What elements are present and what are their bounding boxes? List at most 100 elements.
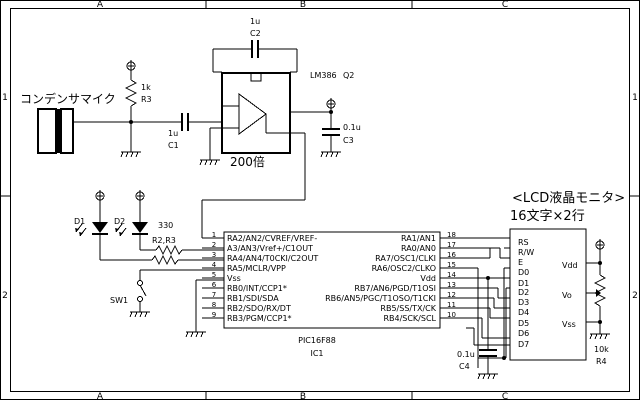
row-label-2: 2 — [2, 291, 8, 301]
pic-pin-number: 15 — [447, 261, 456, 269]
condenser-mic-symbol — [37, 108, 132, 154]
pic-pin-name: RB3/PGM/CCP1* — [227, 314, 292, 323]
pic-pin-number: 12 — [447, 291, 456, 299]
pic-pin-number: 9 — [212, 311, 216, 319]
lcd-subtitle: 16文字×2行 — [510, 209, 585, 224]
pic-right-pins: 18 RA1/AN1 17 RA0/AN0 16 RA7/OSC1/CLKI 15 RA6/O… — [325, 231, 466, 323]
ground-lm386 — [199, 127, 222, 166]
lcd-pin-label: R/W — [518, 248, 534, 257]
pic-pin-name: RA7/OSC1/CLKI — [375, 254, 436, 263]
c1-capacitor — [131, 113, 222, 131]
pic-pin-number: 5 — [212, 271, 216, 279]
pic-pin-name: RB7/AN6/PGD/T1OSI — [354, 284, 436, 293]
lm386-amplifier — [221, 72, 291, 154]
pic-part: PIC16F88 — [298, 336, 336, 345]
sw1-ref: SW1 — [110, 296, 128, 305]
pic-pin-name: RA1/AN1 — [401, 234, 436, 243]
pic-pin-name: RB6/AN5/PGC/T1OSO/T1CKI — [325, 294, 436, 303]
c1-value: 1u — [168, 129, 178, 138]
pic-pin-name: Vdd — [420, 274, 436, 283]
mic-label: コンデンサマイク — [20, 91, 116, 106]
pic-pin-name: RB5/SS/TX/CK — [380, 304, 436, 313]
pic-pin-number: 8 — [212, 301, 216, 309]
r4-ref: R4 — [596, 357, 607, 366]
row-label-1: 1 — [2, 93, 8, 103]
lcd-pin-label: D3 — [518, 298, 529, 307]
pic-pin-name: A3/AN3/Vref+/C1OUT — [227, 244, 313, 253]
pic-pin-name: RA2/AN2/CVREF/VREF- — [227, 234, 317, 243]
r3-ref: R3 — [141, 95, 152, 104]
ground-mic — [120, 122, 141, 158]
row-label-1-right: 1 — [632, 93, 638, 103]
c2-value: 1u — [250, 17, 260, 26]
lcd-pin-label: D4 — [518, 308, 529, 317]
lcd-pin-label: E — [518, 258, 523, 267]
wire-bus-pic-lcd — [466, 237, 510, 368]
pic-pin-number: 4 — [212, 261, 217, 269]
pic-ref: IC1 — [310, 349, 323, 358]
ground-pic — [185, 279, 224, 338]
d2-ref: D2 — [114, 217, 125, 226]
lcd-pin-label: D1 — [518, 279, 529, 288]
col-label-c: C — [502, 0, 508, 10]
pic-pin-number: 3 — [212, 251, 216, 259]
lcd-pin-label: D0 — [518, 268, 529, 277]
lcd-module — [509, 228, 587, 361]
pic-pin-number: 6 — [212, 281, 217, 289]
pic16f88-chip — [223, 231, 441, 329]
pic-pin-name: RA5/MCLR/VPP — [227, 264, 286, 273]
lcd-pin-label: RS — [518, 238, 529, 247]
d1-ref: D1 — [74, 217, 85, 226]
pic-pin-name: RA6/OSC2/CLKO — [372, 264, 436, 273]
r2-r3-resistors — [100, 244, 224, 266]
lm386-part: LM386 — [310, 71, 337, 80]
pic-pin-number: 18 — [447, 231, 456, 239]
c2-ref: C2 — [250, 29, 261, 38]
led-res-value: 330 — [158, 221, 173, 230]
pic-pin-name: RA0/AN0 — [401, 244, 436, 253]
d1-led — [75, 190, 108, 260]
lcd-vo-label: Vo — [562, 291, 572, 300]
lcd-pin-label: D7 — [518, 340, 529, 349]
col-label-b-bottom: B — [300, 392, 306, 400]
c4-value: 0.1u — [457, 350, 475, 359]
c4-ref: C4 — [459, 362, 470, 371]
lcd-vss-label: Vss — [562, 320, 576, 329]
d2-led — [115, 190, 148, 250]
lcd-pin-label: D5 — [518, 319, 529, 328]
lcd-title: <LCD液晶モニタ> — [512, 191, 625, 206]
c3-capacitor — [290, 98, 341, 158]
r3-value: 1k — [141, 83, 151, 92]
c1-ref: C1 — [168, 141, 179, 150]
pic-pin-number: 11 — [447, 301, 456, 309]
pic-pin-name: RB1/SDI/SDA — [227, 294, 279, 303]
c4-capacitor — [477, 349, 498, 380]
lm386-ref: Q2 — [343, 71, 354, 80]
pic-pin-name: RA4/AN4/T0CKI/C2OUT — [227, 254, 318, 263]
pic-pin-number: 10 — [447, 311, 456, 319]
led-res-ref: R2,R3 — [152, 236, 176, 245]
lcd-pin-label: D6 — [518, 329, 529, 338]
lcd-vdd-label: Vdd — [562, 261, 578, 270]
pic-pin-name: RB2/SDO/RX/DT — [227, 304, 291, 313]
pic-pin-number: 13 — [447, 281, 456, 289]
r3-resistor — [124, 60, 138, 124]
col-label-a-bottom: A — [97, 392, 104, 400]
r4-value: 10k — [594, 345, 609, 354]
pic-pin-name: RB4/SCK/SCL — [383, 314, 436, 323]
c3-value: 0.1u — [343, 123, 361, 132]
pic-pin-number: 16 — [447, 251, 456, 259]
col-label-b: B — [300, 0, 306, 10]
pic-pin-number: 17 — [447, 241, 456, 249]
sw1-switch — [129, 269, 224, 318]
pic-pin-number: 14 — [447, 271, 456, 279]
pic-pin-name: RB0/INT/CCP1* — [227, 284, 287, 293]
pic-pin-number: 7 — [212, 291, 216, 299]
col-label-a: A — [97, 0, 104, 10]
row-label-2-right: 2 — [632, 291, 638, 301]
pic-pin-name: Vss — [227, 274, 241, 283]
pic-pin-number: 1 — [212, 231, 216, 239]
